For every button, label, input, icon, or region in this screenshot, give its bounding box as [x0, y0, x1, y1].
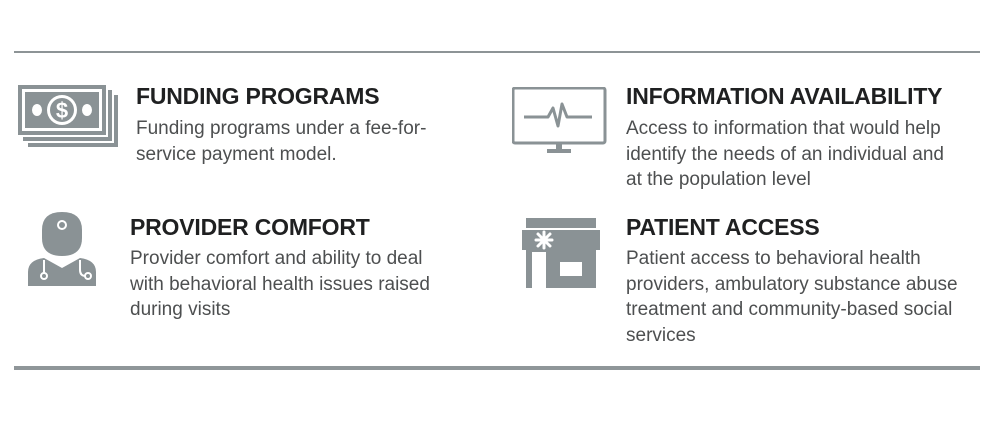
money-stack-icon: $: [18, 85, 118, 147]
bottom-divider: [14, 366, 980, 370]
item-title: FUNDING PROGRAMS: [136, 83, 380, 109]
item-description: Funding programs under a fee-for- servic…: [136, 118, 427, 165]
item-description: Access to information that would help id…: [626, 118, 944, 190]
doctor-icon: [28, 212, 96, 286]
clinic-building-icon: [522, 218, 600, 288]
item-title: INFORMATION AVAILABILITY: [626, 83, 943, 109]
item-description: Provider comfort and ability to deal wit…: [130, 248, 430, 320]
svg-text:$: $: [56, 98, 68, 123]
item-title: PROVIDER COMFORT: [130, 214, 370, 240]
monitor-pulse-icon: [512, 87, 607, 153]
top-divider: [14, 51, 980, 53]
item-description: Patient access to behavioral health prov…: [626, 248, 958, 346]
item-title: PATIENT ACCESS: [626, 214, 820, 240]
